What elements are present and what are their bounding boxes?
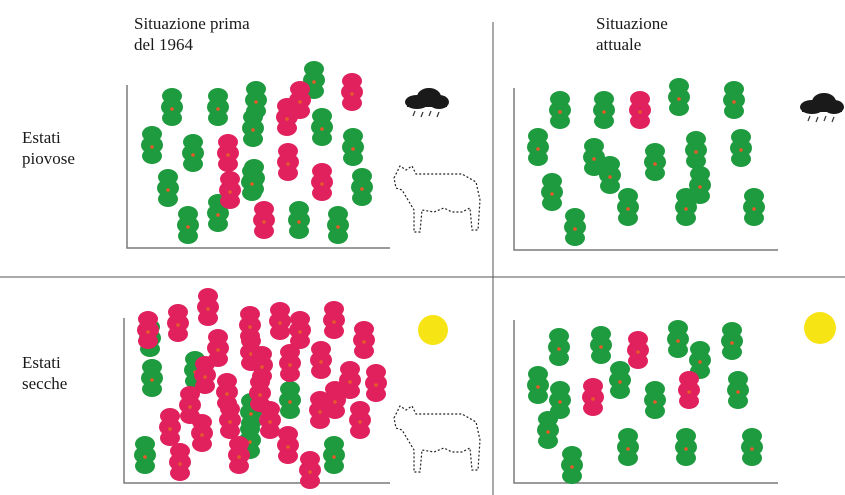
- green-plant: [617, 428, 639, 466]
- red-plant: [299, 451, 321, 489]
- green-plant: [327, 206, 349, 244]
- green-plant: [342, 128, 364, 166]
- green-plant: [590, 326, 612, 364]
- green-plant: [527, 366, 549, 404]
- red-plant: [277, 143, 299, 181]
- red-plant: [194, 356, 216, 394]
- green-plant: [743, 188, 765, 226]
- green-plant: [730, 129, 752, 167]
- green-plant: [351, 168, 373, 206]
- green-plant: [207, 88, 229, 126]
- green-plant: [561, 446, 583, 484]
- green-plant: [141, 126, 163, 164]
- red-plant: [169, 443, 191, 481]
- green-plant: [288, 201, 310, 239]
- sun-icon: [804, 312, 836, 344]
- red-plant: [251, 346, 273, 384]
- red-plant: [228, 436, 250, 474]
- green-plant: [727, 371, 749, 409]
- red-plant: [678, 371, 700, 409]
- red-plant: [629, 91, 651, 129]
- green-plant: [609, 361, 631, 399]
- green-plant: [527, 128, 549, 166]
- green-plant: [241, 163, 263, 201]
- red-plant: [269, 302, 291, 340]
- green-plant: [242, 109, 264, 147]
- green-plant: [541, 173, 563, 211]
- green-plant: [723, 81, 745, 119]
- green-plant: [741, 428, 763, 466]
- red-plant: [137, 311, 159, 349]
- green-plant: [311, 108, 333, 146]
- green-plant: [564, 208, 586, 246]
- red-plant: [219, 401, 241, 439]
- red-plant: [259, 401, 281, 439]
- red-plant: [324, 381, 346, 419]
- green-plant: [667, 320, 689, 358]
- green-plant: [668, 78, 690, 116]
- red-plant: [277, 426, 299, 464]
- sun-icon: [418, 315, 448, 345]
- green-plant: [593, 91, 615, 129]
- green-plant: [141, 359, 163, 397]
- red-plant: [219, 171, 241, 209]
- red-plant: [197, 288, 219, 326]
- red-plant: [279, 344, 301, 382]
- red-plant: [582, 378, 604, 416]
- red-plant: [179, 386, 201, 424]
- green-plant: [675, 428, 697, 466]
- green-plant: [279, 381, 301, 419]
- green-plant: [323, 436, 345, 474]
- red-plant: [167, 304, 189, 342]
- green-plant: [182, 134, 204, 172]
- red-plant: [289, 81, 311, 119]
- green-plant: [644, 143, 666, 181]
- rain-cloud-icon: [405, 88, 449, 117]
- red-plant: [217, 134, 239, 172]
- red-plant: [353, 321, 375, 359]
- cow-icon: [394, 406, 480, 472]
- red-plant: [253, 201, 275, 239]
- red-plant: [311, 163, 333, 201]
- red-plant: [310, 341, 332, 379]
- rain-cloud-icon: [800, 93, 844, 122]
- green-plant: [685, 131, 707, 169]
- green-plant: [177, 206, 199, 244]
- green-plant: [599, 156, 621, 194]
- cow-icon: [394, 166, 480, 232]
- red-plant: [323, 301, 345, 339]
- red-plant: [341, 73, 363, 111]
- red-plant: [289, 311, 311, 349]
- red-plant: [365, 364, 387, 402]
- red-plant: [627, 331, 649, 369]
- green-plant: [157, 169, 179, 207]
- green-plant: [161, 88, 183, 126]
- red-plant: [349, 401, 371, 439]
- green-plant: [134, 436, 156, 474]
- green-plant: [644, 381, 666, 419]
- green-plant: [548, 328, 570, 366]
- green-plant: [617, 188, 639, 226]
- green-plant: [689, 166, 711, 204]
- green-plant: [549, 381, 571, 419]
- red-plant: [159, 408, 181, 446]
- green-plant: [721, 322, 743, 360]
- green-plant: [549, 91, 571, 129]
